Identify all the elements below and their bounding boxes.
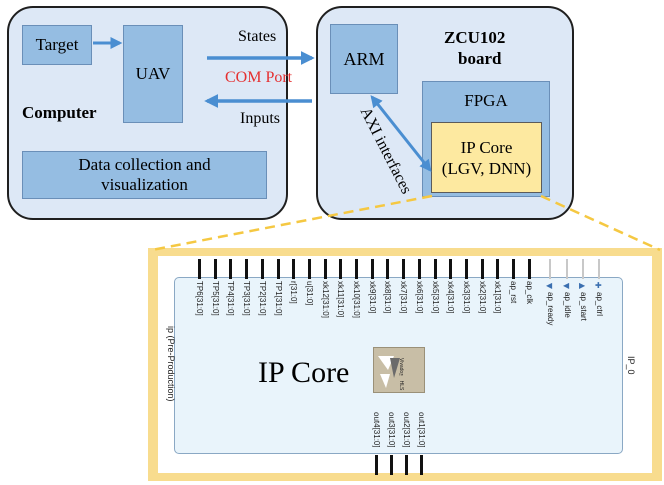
- top-port-pin: [339, 259, 342, 279]
- top-port-pin: [229, 259, 232, 279]
- top-port-label: xk5[31:0]: [431, 281, 440, 314]
- top-port-label: TP4[31:0]: [226, 281, 235, 316]
- top-port-label: xk8[31:0]: [383, 281, 392, 314]
- ctrl-port-pin: [582, 259, 584, 279]
- top-port-label: ap_rst: [509, 281, 518, 304]
- ctrl-port-label: ap_idle: [563, 292, 572, 318]
- board-title-line1: ZCU102: [444, 28, 506, 47]
- top-port-pin: [465, 259, 468, 279]
- data-collection-box: Data collection and visualization: [22, 151, 267, 199]
- zoom-dashed-right: [540, 194, 661, 252]
- ctrl-port-label: ap_ctrl: [595, 292, 604, 317]
- top-port-pin: [308, 259, 311, 279]
- com-port-label: COM Port: [225, 69, 293, 86]
- top-port-pin: [481, 259, 484, 279]
- port-arrow-icon: ◀: [546, 281, 553, 290]
- ip-block-left-label: ip (Pre-Production): [166, 326, 176, 402]
- top-port-pin: [214, 259, 217, 279]
- top-port-label: xk6[31:0]: [415, 281, 424, 314]
- top-port-label: r[31:0]: [289, 281, 298, 304]
- ctrl-port-pin: [566, 259, 568, 279]
- top-port-pin: [277, 259, 280, 279]
- uav-box: UAV: [123, 25, 183, 123]
- uav-label: UAV: [135, 64, 171, 83]
- ctrl-port-label: ap_ready: [546, 292, 555, 326]
- bottom-port-label: out1[31:0]: [417, 412, 426, 448]
- arm-box: ARM: [330, 24, 398, 94]
- vivado-hls-logo: Vivado™ HLS: [373, 347, 425, 393]
- arm-label: ARM: [343, 48, 385, 69]
- bottom-port-label: out2[31:0]: [402, 412, 411, 448]
- bottom-port-pin: [405, 455, 408, 475]
- bottom-port-label: out3[31:0]: [387, 412, 396, 448]
- top-port-label: TP5[31:0]: [211, 281, 220, 316]
- top-port-label: xk12[31:0]: [321, 281, 330, 318]
- ctrl-port-label: ap_start: [579, 292, 588, 321]
- top-port-pin: [245, 259, 248, 279]
- board-title-line2: board: [458, 49, 502, 68]
- top-port-label: xk3[31:0]: [462, 281, 471, 314]
- top-port-pin: [418, 259, 421, 279]
- top-port-label: xk2[31:0]: [478, 281, 487, 314]
- ip-block-right-label: IP_0: [626, 356, 636, 375]
- top-port-pin: [198, 259, 201, 279]
- top-port-pin: [528, 259, 531, 279]
- bottom-port-pin: [420, 455, 423, 475]
- top-port-label: TP1[31:0]: [274, 281, 283, 316]
- top-port-label: TP3[31:0]: [242, 281, 251, 316]
- top-port-pin: [261, 259, 264, 279]
- ip-core-line2: (LGV, DNN): [441, 158, 532, 178]
- top-port-label: xk10[31:0]: [352, 281, 361, 318]
- vivado-logo-text: Vivado™ HLS: [398, 358, 404, 391]
- target-label: Target: [35, 35, 79, 54]
- top-port-label: xk11[31:0]: [336, 281, 345, 318]
- top-port-pin: [386, 259, 389, 279]
- top-port-label: TP6[31:0]: [195, 281, 204, 316]
- top-port-label: xk9[31:0]: [368, 281, 377, 314]
- top-port-pin: [371, 259, 374, 279]
- ctrl-port-pin: [549, 259, 551, 279]
- data-collection-line2: visualization: [101, 175, 188, 194]
- computer-label: Computer: [22, 103, 97, 122]
- states-label: States: [238, 28, 277, 45]
- port-arrow-icon: ▶: [579, 281, 586, 290]
- top-port-pin: [449, 259, 452, 279]
- data-collection-line1: Data collection and: [78, 155, 211, 174]
- top-port-pin: [512, 259, 515, 279]
- ip-core-line1: IP Core: [460, 137, 513, 157]
- top-port-pin: [355, 259, 358, 279]
- top-port-label: xk1[31:0]: [493, 281, 502, 314]
- top-port-label: ap_clk: [525, 281, 534, 305]
- plus-icon: ✚: [595, 281, 602, 290]
- target-box: Target: [22, 25, 92, 65]
- top-port-label: TP2[31:0]: [258, 281, 267, 316]
- top-port-pin: [434, 259, 437, 279]
- top-port-pin: [324, 259, 327, 279]
- top-port-label: xk7[31:0]: [399, 281, 408, 314]
- top-port-pin: [402, 259, 405, 279]
- port-arrow-icon: ◀: [563, 281, 570, 290]
- bottom-port-pin: [390, 455, 393, 475]
- top-port-pin: [496, 259, 499, 279]
- ip-core-box: IP Core (LGV, DNN): [431, 122, 542, 193]
- top-port-pin: [292, 259, 295, 279]
- inputs-label: Inputs: [240, 110, 280, 127]
- bottom-port-pin: [375, 455, 378, 475]
- bottom-port-label: out4[31:0]: [372, 412, 381, 448]
- top-port-label: u[31:0]: [305, 281, 314, 306]
- ip-block-main-label: IP Core: [258, 356, 350, 389]
- axi-interfaces-arrow: [370, 95, 432, 172]
- top-port-label: xk4[31:0]: [446, 281, 455, 314]
- fpga-label: FPGA: [464, 91, 508, 110]
- ctrl-port-pin: [598, 259, 600, 279]
- vivado-logo-icon: [378, 356, 400, 388]
- zoom-dashed-left: [151, 194, 433, 252]
